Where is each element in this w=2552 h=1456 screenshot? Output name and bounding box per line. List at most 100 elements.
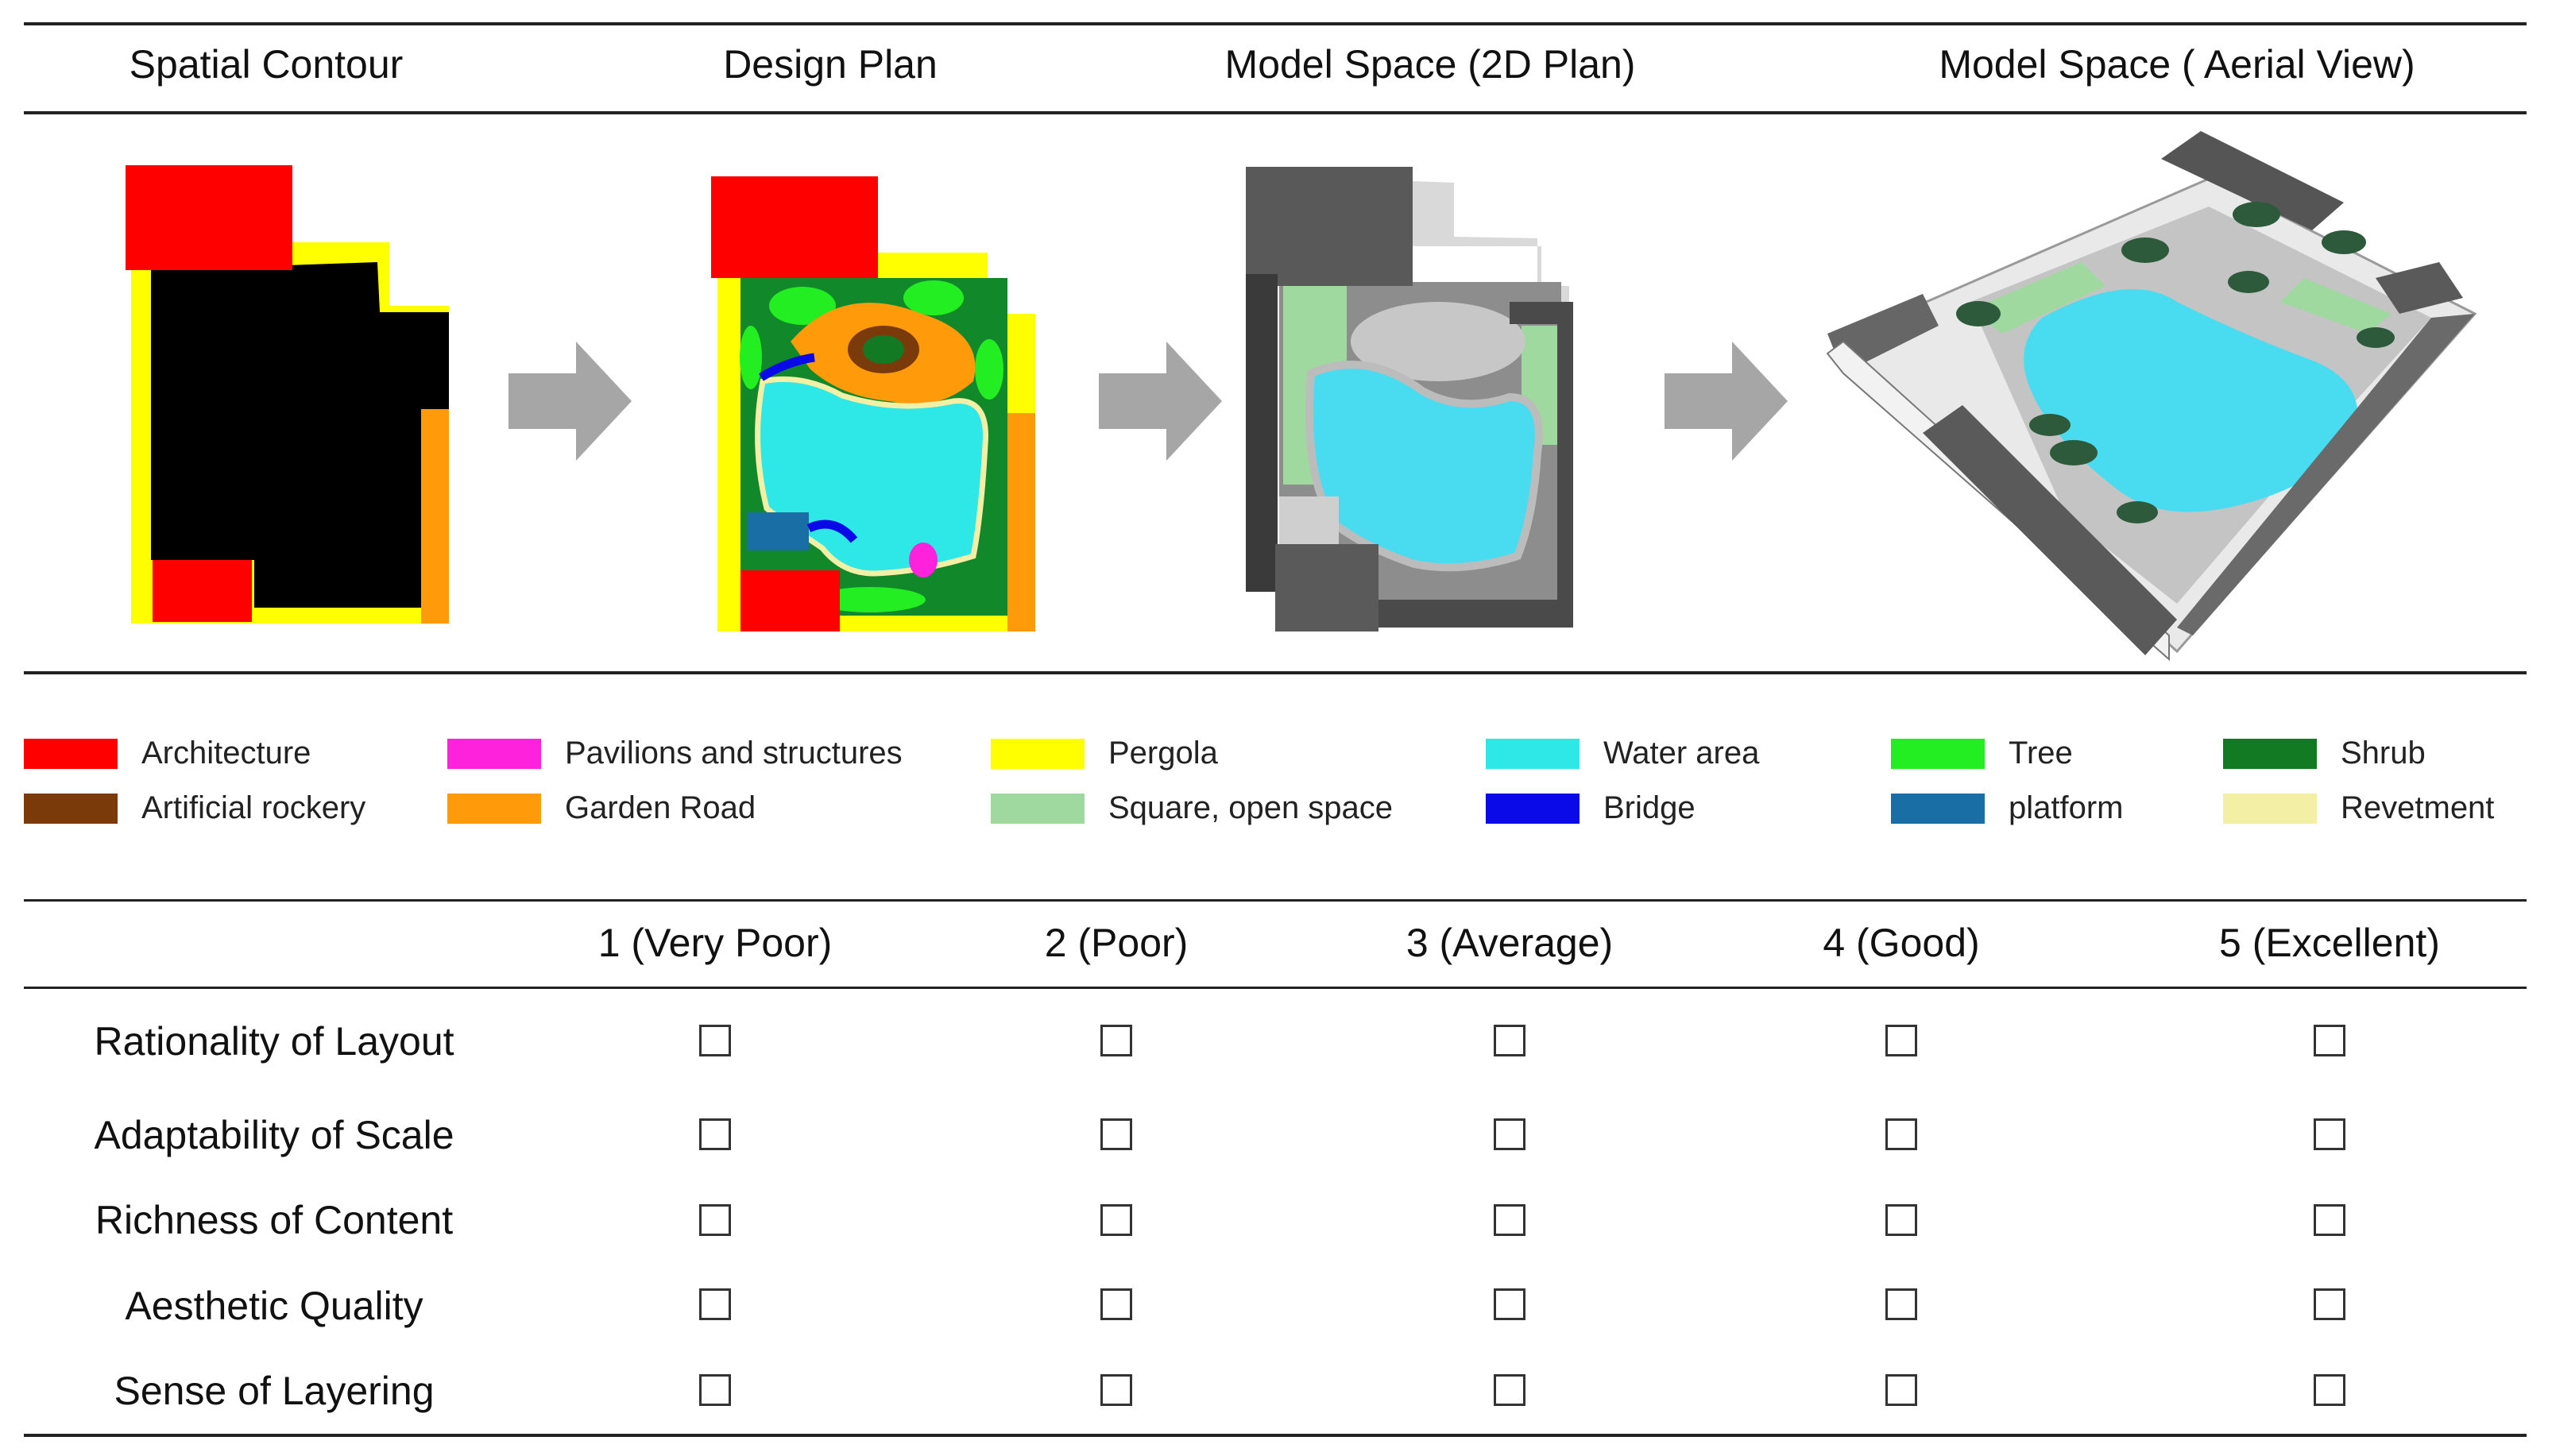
rating-checkbox[interactable]	[2314, 1288, 2345, 1320]
garden-road-strip	[1007, 413, 1035, 631]
rating-checkbox[interactable]	[1494, 1204, 1525, 1236]
column-title-design-plan: Design Plan	[723, 42, 938, 87]
rating-header-rule	[24, 987, 2527, 989]
arrow-icon	[1665, 342, 1788, 461]
rating-scale-3: 3 (Average)	[1406, 921, 1614, 965]
tree-cluster	[814, 587, 926, 612]
rating-checkbox[interactable]	[1100, 1204, 1132, 1236]
legend-swatch	[2223, 793, 2317, 824]
building-roof	[1557, 302, 1573, 620]
legend-item-artificial-rockery: Artificial rockery	[24, 790, 365, 826]
legend-swatch	[991, 738, 1085, 769]
rating-checkbox[interactable]	[2314, 1118, 2345, 1150]
tree-icon	[2228, 271, 2269, 293]
legend-item-garden-road: Garden Road	[447, 790, 756, 826]
legend-item-water-area: Water area	[1486, 736, 1759, 771]
tree-icon	[2121, 238, 2169, 263]
rating-checkbox[interactable]	[1885, 1025, 1917, 1056]
tree-cluster	[769, 287, 836, 325]
tree-icon	[2029, 414, 2071, 436]
tree-cluster	[903, 280, 964, 315]
rating-checkbox[interactable]	[1885, 1374, 1917, 1406]
legend-swatch	[447, 738, 541, 769]
legend-label: Artificial rockery	[141, 790, 366, 825]
rating-checkbox[interactable]	[699, 1025, 731, 1056]
rating-checkbox[interactable]	[1100, 1118, 1132, 1150]
arrow-icon	[508, 342, 632, 461]
rating-checkbox[interactable]	[699, 1204, 731, 1236]
model-space-aerial-view	[1826, 131, 2477, 662]
rating-checkbox[interactable]	[1494, 1025, 1525, 1056]
legend-label: Pergola	[1108, 736, 1218, 770]
rating-checkbox[interactable]	[699, 1288, 731, 1320]
rating-checkbox[interactable]	[1100, 1025, 1132, 1056]
rating-checkbox[interactable]	[699, 1374, 731, 1406]
water-pond	[2024, 289, 2358, 512]
legend-item-architecture: Architecture	[24, 736, 311, 771]
legend-item-square-open-space: Square, open space	[991, 790, 1393, 826]
tree-icon	[2322, 230, 2366, 254]
design-plan-map	[711, 176, 1035, 631]
rating-checkbox[interactable]	[1494, 1288, 1525, 1320]
building-roof	[2161, 131, 2344, 230]
legend-swatch	[1486, 793, 1580, 824]
legend-swatch	[1891, 738, 1985, 769]
building-roof	[2376, 262, 2463, 314]
column-title-model-2d: Model Space (2D Plan)	[1224, 42, 1636, 87]
platform-area	[747, 512, 809, 550]
building-roof	[1246, 167, 1413, 286]
legend-swatch	[1891, 793, 1985, 824]
rating-checkbox[interactable]	[1885, 1288, 1917, 1320]
pavilion	[909, 543, 938, 577]
top-rule	[24, 22, 2527, 25]
shrub-center	[863, 335, 904, 364]
column-title-spatial-contour: Spatial Contour	[129, 42, 404, 87]
rating-checkbox[interactable]	[699, 1118, 731, 1150]
rating-checkbox[interactable]	[1100, 1288, 1132, 1320]
rating-checkbox[interactable]	[2314, 1204, 2345, 1236]
building-roof	[1923, 405, 2177, 655]
architecture-top	[711, 176, 878, 278]
rating-scale-5: 5 (Excellent)	[2219, 921, 2440, 965]
legend-label: Garden Road	[565, 790, 756, 825]
building-roof	[1378, 600, 1573, 628]
building-roof	[1279, 496, 1339, 544]
tree-cluster	[975, 339, 1003, 400]
tree-icon	[2050, 440, 2098, 465]
legend-swatch	[2223, 738, 2317, 769]
building-roof	[1275, 544, 1378, 631]
building-roof	[1246, 274, 1278, 592]
legend-item-bridge: Bridge	[1486, 790, 1696, 826]
rating-checkbox[interactable]	[1100, 1374, 1132, 1406]
legend-label: Square, open space	[1108, 790, 1394, 825]
rating-checkbox[interactable]	[2314, 1025, 2345, 1056]
tree-cluster	[740, 326, 762, 389]
rating-checkbox[interactable]	[1885, 1118, 1917, 1150]
tree-icon	[2357, 327, 2395, 348]
bridge	[759, 353, 815, 381]
legend-item-tree: Tree	[1891, 736, 2073, 771]
legend-item-pavilions: Pavilions and structures	[447, 736, 903, 771]
model-space-2d-plan	[1246, 167, 1573, 631]
tree-icon	[2233, 202, 2280, 227]
rating-checkbox[interactable]	[1885, 1204, 1917, 1236]
legend-label: Bridge	[1603, 790, 1696, 825]
rating-checkbox[interactable]	[1494, 1118, 1525, 1150]
legend-swatch	[991, 793, 1085, 824]
criterion-sense-of-layering: Sense of Layering	[114, 1369, 435, 1413]
legend-label: Tree	[2009, 736, 2073, 770]
architecture-top	[126, 165, 292, 270]
building-mass	[151, 262, 449, 608]
lawn-area	[1970, 262, 2105, 334]
rating-scale-4: 4 (Good)	[1823, 921, 1980, 965]
rating-checkbox[interactable]	[1494, 1374, 1525, 1406]
legend-swatch	[1486, 738, 1580, 769]
roof-shadow	[1413, 181, 1569, 316]
legend-item-shrub: Shrub	[2223, 736, 2426, 771]
rating-checkbox[interactable]	[2314, 1374, 2345, 1406]
legend-item-platform: platform	[1891, 790, 2124, 826]
legend-label: Revetment	[2341, 790, 2495, 825]
figure-bottom-rule	[24, 671, 2527, 674]
legend-label: Shrub	[2341, 736, 2426, 770]
